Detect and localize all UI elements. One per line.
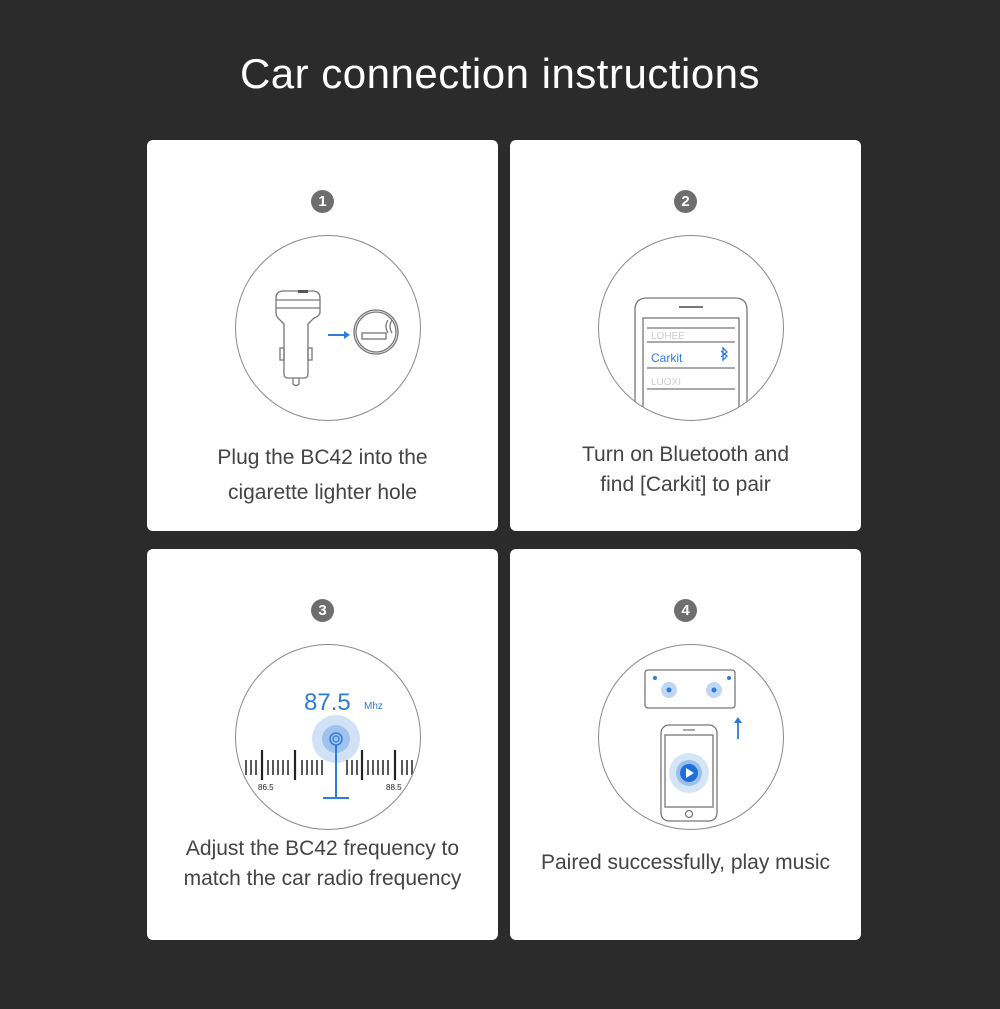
step-card-1: 1 Plug the BC42 into the cigarette light… [147, 140, 498, 531]
step-number-badge: 4 [674, 599, 697, 622]
frequency-unit: Mhz [364, 701, 383, 712]
step-number-badge: 2 [674, 190, 697, 213]
step-card-2: 2 LOHEE Carkit LUOXI Turn on Bluetooth a… [510, 140, 861, 531]
page-title: Car connection instructions [239, 50, 761, 97]
bluetooth-icon [720, 346, 728, 362]
caption-line-2: match the car radio frequency [183, 867, 462, 890]
caption-line-2: find [Carkit] to pair [600, 473, 771, 496]
step-caption: Plug the BC42 into the cigarette lighter… [147, 440, 498, 510]
step-card-4: 4 Paired successfully, play music [510, 549, 861, 940]
caption-line-1: Adjust the BC42 frequency to [185, 837, 460, 860]
car-charger-to-lighter-icon [235, 235, 421, 421]
caption-line-1: Paired successfully, play music [540, 851, 831, 874]
caption-line-2: cigarette lighter hole [227, 481, 418, 504]
scale-left-label: 86.5 [258, 783, 274, 792]
device-luoxi: LUOXI [651, 377, 681, 388]
frequency-value: 87.5 [304, 689, 351, 716]
step-card-3: 3 87.5 Mhz 86.5 88.5 [147, 549, 498, 940]
phone-play-speaker-icon [598, 644, 784, 830]
phone-bluetooth-list-icon: LOHEE Carkit LUOXI [598, 235, 784, 421]
caption-line-1: Turn on Bluetooth and [581, 443, 790, 466]
device-lohee: LOHEE [651, 331, 685, 342]
caption-line-1: Plug the BC42 into the [217, 446, 428, 469]
radio-tuner-icon: 87.5 Mhz 86.5 88.5 [235, 644, 421, 830]
step-caption: Paired successfully, play music [510, 845, 861, 880]
scale-right-label: 88.5 [386, 783, 402, 792]
step-caption: Turn on Bluetooth and find [Carkit] to p… [510, 440, 861, 500]
play-icon [686, 768, 694, 778]
device-carkit: Carkit [651, 351, 683, 365]
step-number-badge: 1 [311, 190, 334, 213]
step-number-badge: 3 [311, 599, 334, 622]
step-caption: Adjust the BC42 frequency to match the c… [147, 834, 498, 894]
